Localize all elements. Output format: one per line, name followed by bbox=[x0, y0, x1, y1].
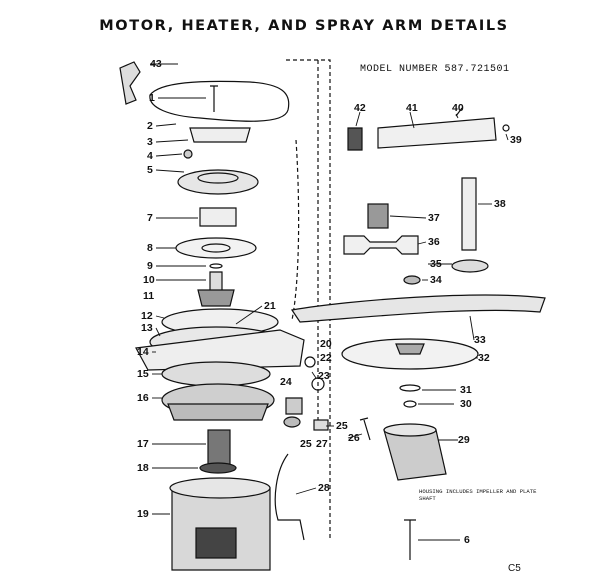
hub-nut bbox=[403, 275, 421, 285]
page-code: C5 bbox=[508, 563, 521, 574]
nut bbox=[183, 149, 193, 159]
upper-spray-arm bbox=[377, 117, 497, 149]
callout-label: 40 bbox=[452, 102, 464, 114]
callout-label: 18 bbox=[137, 462, 149, 474]
callout-label: 20 bbox=[320, 338, 332, 350]
callout-label: 38 bbox=[494, 198, 506, 210]
callout-label: 33 bbox=[474, 334, 486, 346]
wire-harness bbox=[274, 453, 305, 541]
callout-label: 21 bbox=[264, 300, 276, 312]
heater-terminal bbox=[119, 61, 141, 105]
callout-label: 12 bbox=[141, 310, 153, 322]
callout-label: 1 bbox=[149, 92, 155, 104]
callout-label: 34 bbox=[430, 274, 442, 286]
callout-label: 15 bbox=[137, 368, 149, 380]
bolt bbox=[359, 417, 371, 441]
callout-label: 23 bbox=[318, 370, 330, 382]
callout-label: 3 bbox=[147, 136, 153, 148]
fitting bbox=[285, 397, 303, 415]
bushing bbox=[367, 203, 389, 229]
callout-label: 39 bbox=[510, 134, 522, 146]
clamp bbox=[311, 377, 325, 391]
end-cap bbox=[347, 127, 363, 151]
callout-label: 2 bbox=[147, 120, 153, 132]
gasket-disc bbox=[175, 237, 257, 259]
callout-label: 4 bbox=[147, 150, 153, 162]
callout-label: 9 bbox=[147, 260, 153, 272]
sleeve bbox=[313, 419, 329, 431]
callout-label: 32 bbox=[478, 352, 490, 364]
callout-label: 26 bbox=[348, 432, 360, 444]
page-title: MOTOR, HEATER, AND SPRAY ARM DETAILS bbox=[99, 18, 509, 34]
feed-tube bbox=[461, 177, 477, 251]
callout-label: 29 bbox=[458, 434, 470, 446]
washer bbox=[304, 356, 316, 368]
pump-housing-arm bbox=[135, 329, 305, 371]
callout-label: 41 bbox=[406, 102, 418, 114]
callout-label: 16 bbox=[137, 392, 149, 404]
callout-label: 17 bbox=[137, 438, 149, 450]
gasket-strip bbox=[343, 235, 419, 255]
model-number: MODEL NUMBER 587.721501 bbox=[360, 64, 510, 75]
callout-label: 19 bbox=[137, 508, 149, 520]
lower-spray-arm bbox=[290, 294, 546, 323]
callout-label: 11 bbox=[143, 290, 155, 302]
callout-label: 25 bbox=[300, 438, 312, 450]
screw bbox=[455, 107, 463, 117]
callout-label: 6 bbox=[464, 534, 470, 546]
seal bbox=[209, 263, 223, 269]
coupling bbox=[207, 429, 231, 465]
callout-label: 36 bbox=[428, 236, 440, 248]
screw bbox=[502, 124, 510, 132]
callout-label: 30 bbox=[460, 398, 472, 410]
hub-base bbox=[451, 259, 489, 273]
heater-element bbox=[149, 80, 290, 122]
callout-label: 7 bbox=[147, 212, 153, 224]
callout-label: 42 bbox=[354, 102, 366, 114]
spray-housing bbox=[383, 429, 447, 481]
callout-label: 27 bbox=[316, 438, 328, 450]
o-ring bbox=[399, 384, 421, 392]
seal-ring bbox=[403, 400, 417, 408]
pump-ring bbox=[161, 361, 271, 387]
dashed-boundary bbox=[291, 139, 300, 321]
callout-label: 43 bbox=[150, 58, 162, 70]
spray-cap bbox=[189, 127, 251, 143]
callout-label: 22 bbox=[320, 352, 332, 364]
screw bbox=[210, 85, 218, 112]
grommet bbox=[283, 416, 301, 428]
callout-label: 25 bbox=[336, 420, 348, 432]
callout-label: 5 bbox=[147, 164, 153, 176]
housing-note: HOUSING INCLUDES IMPELLER AND PLATE SHAF… bbox=[419, 488, 537, 502]
pin bbox=[404, 519, 416, 560]
callout-label: 35 bbox=[430, 258, 442, 270]
callout-label: 28 bbox=[318, 482, 330, 494]
pump-cover bbox=[177, 169, 259, 195]
callout-label: 14 bbox=[137, 346, 149, 358]
callout-label: 24 bbox=[280, 376, 292, 388]
coupler-disc bbox=[199, 462, 237, 474]
callout-label: 10 bbox=[143, 274, 155, 286]
dashed-boundary bbox=[286, 59, 331, 540]
callout-label: 13 bbox=[141, 322, 153, 334]
bearing-housing bbox=[199, 207, 237, 227]
callout-label: 8 bbox=[147, 242, 153, 254]
callout-label: 37 bbox=[428, 212, 440, 224]
callout-label: 31 bbox=[460, 384, 472, 396]
